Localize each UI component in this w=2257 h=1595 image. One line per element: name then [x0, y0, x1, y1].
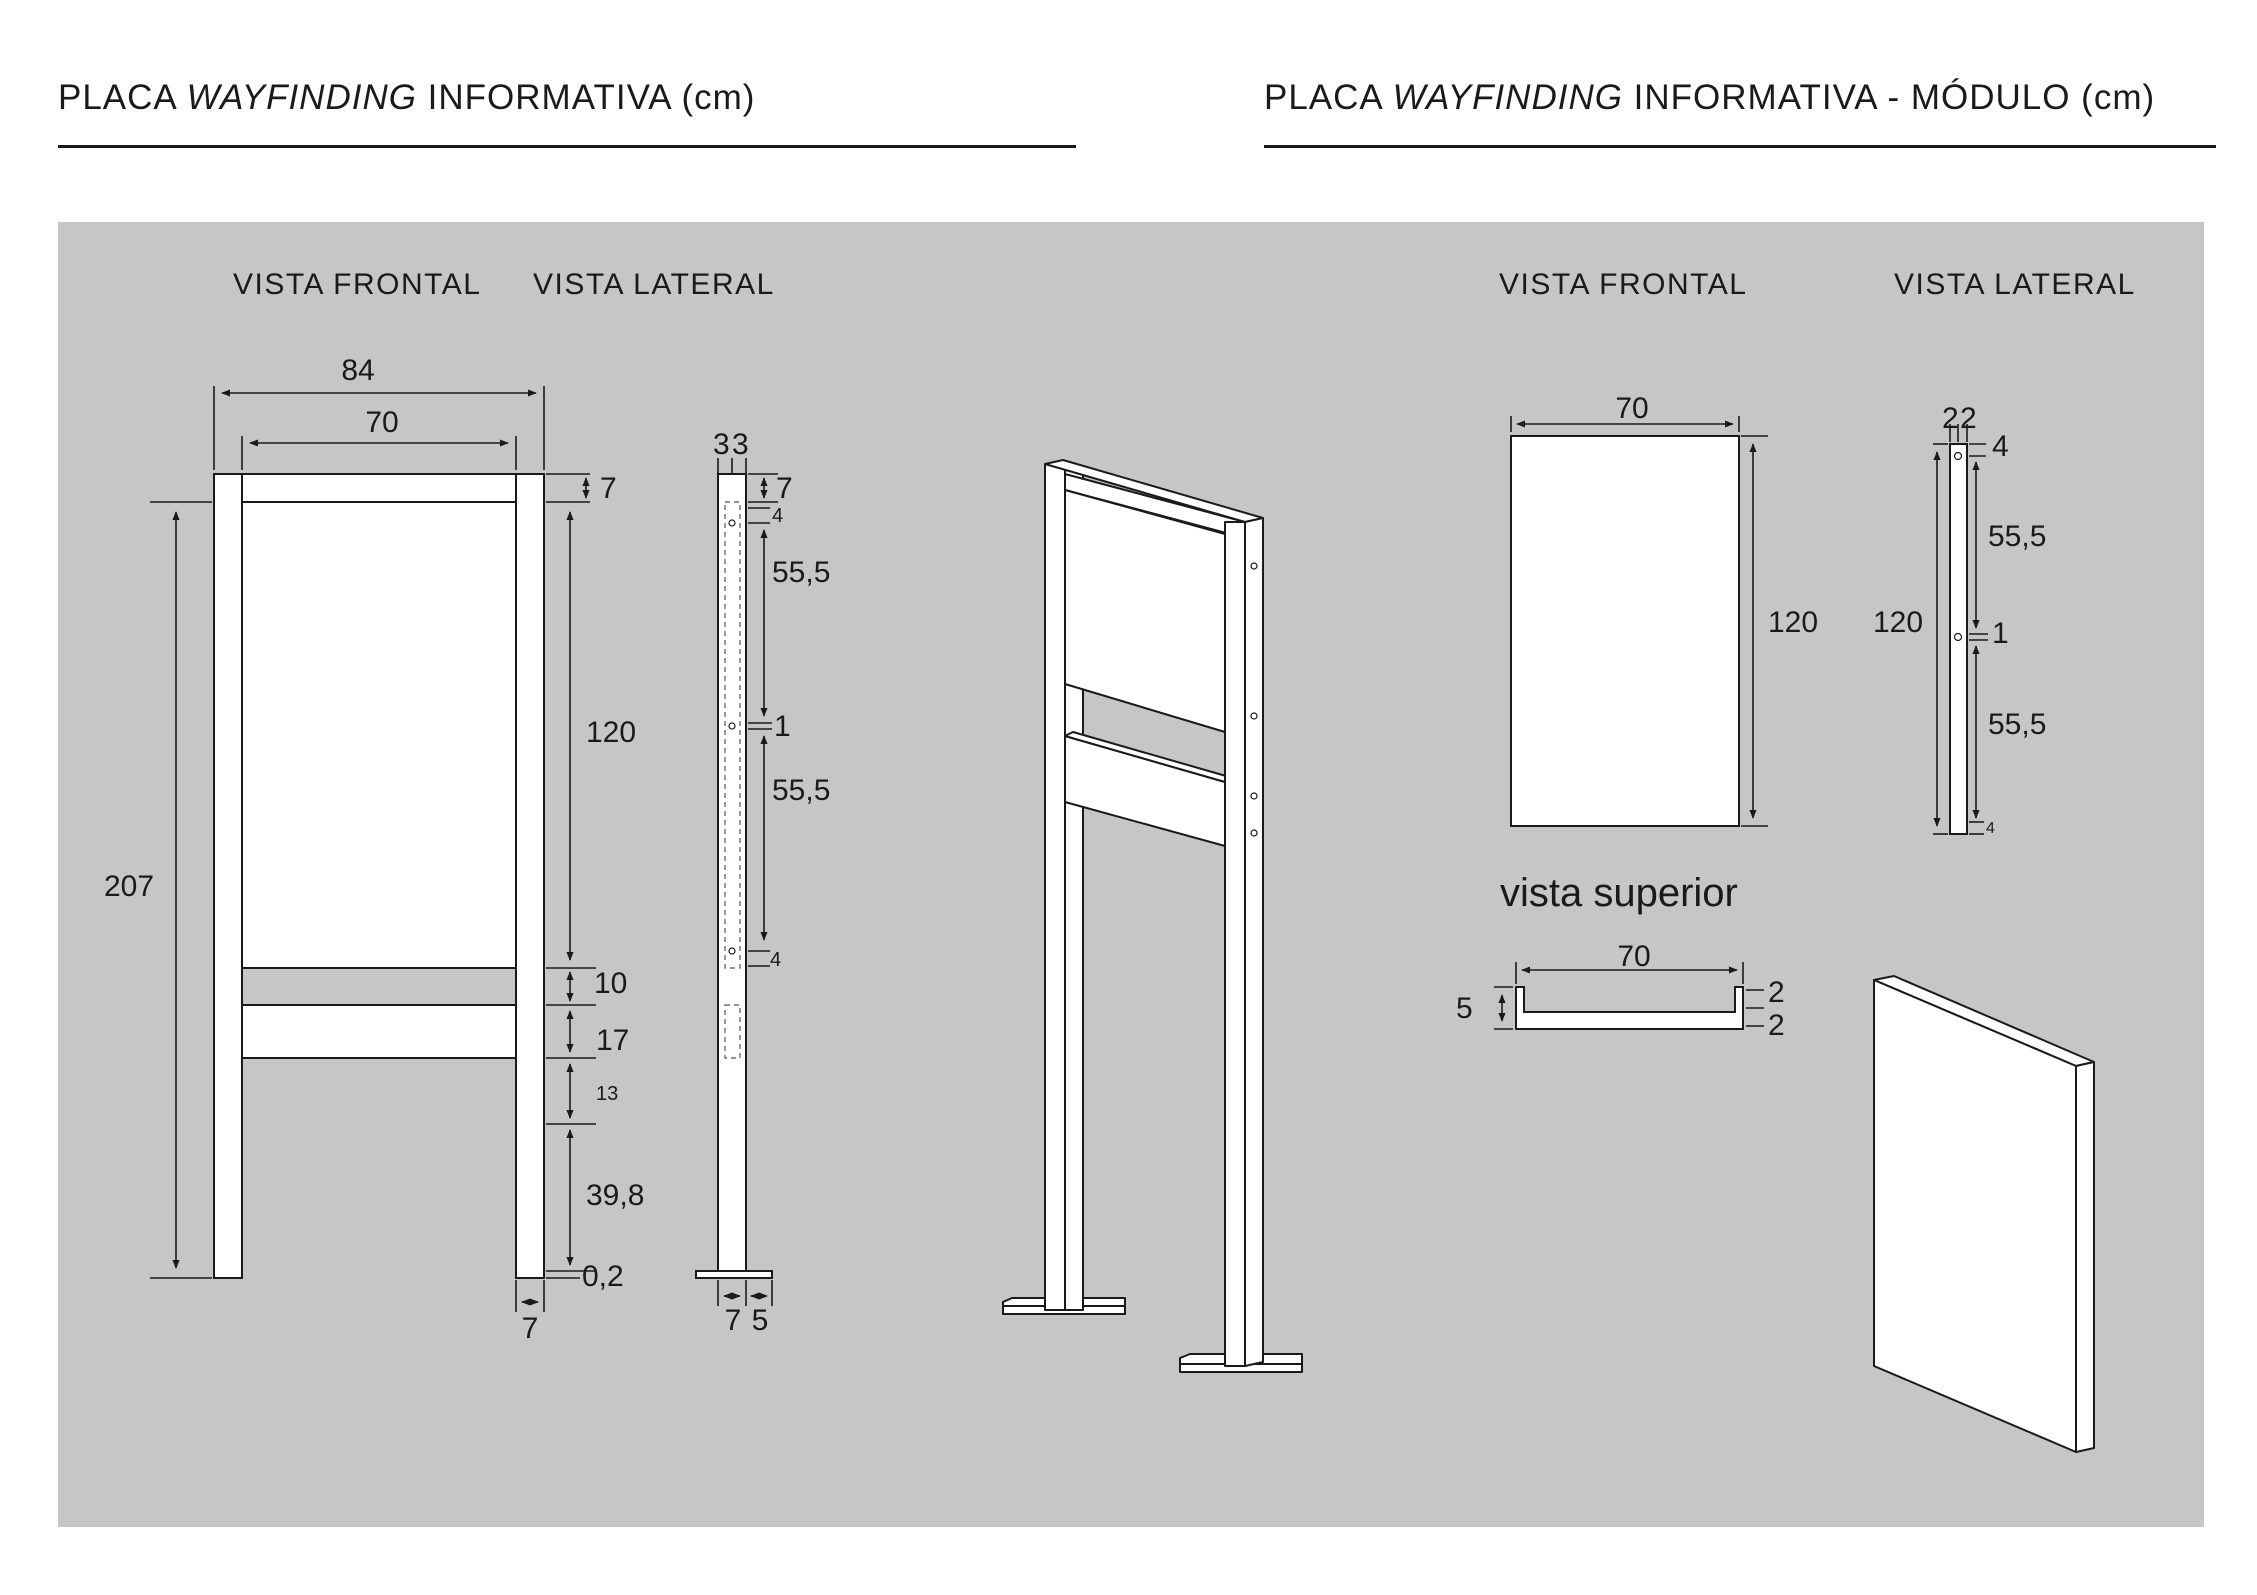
dim-foot: 0,2: [582, 1260, 624, 1293]
dim-side-top-b: 3: [732, 428, 749, 461]
dim-module-side-height: 120: [1873, 606, 1923, 639]
dim-module-height: 120: [1768, 606, 1818, 639]
label-front-right: VISTA FRONTAL: [1499, 268, 1747, 301]
label-front-left: VISTA FRONTAL: [233, 268, 481, 301]
dim-module-side-top-a: 2: [1942, 402, 1959, 435]
dim-top-lip-a: 2: [1768, 976, 1785, 1009]
left-front-view: [213, 473, 545, 1279]
left-front-dimensions: [150, 386, 596, 1312]
module-front-view: [1510, 435, 1740, 827]
dim-module-side-top: 4: [1992, 430, 2009, 463]
top-view-dimensions: [1494, 962, 1764, 1030]
dim-side-top-a: 3: [713, 428, 730, 461]
left-title-italic: WAYFINDING: [186, 78, 417, 117]
right-title-italic: WAYFINDING: [1392, 78, 1623, 117]
left-side-hidden-lines: [724, 501, 741, 1059]
right-title-rule: [1264, 145, 2216, 148]
dim-module-width: 70: [1615, 392, 1648, 425]
left-side-holes: [728, 519, 736, 955]
dim-side-base-a: 7: [725, 1304, 742, 1337]
module-side-dimensions: [1933, 424, 1988, 835]
right-title: PLACA WAYFINDING INFORMATIVA - MÓDULO (c…: [1264, 78, 2155, 118]
dim-side-span1: 55,5: [772, 556, 830, 589]
label-side-right: VISTA LATERAL: [1894, 268, 2136, 301]
dim-side-hole-top: 4: [772, 505, 783, 527]
dim-top-width: 70: [1617, 940, 1650, 973]
dim-panel-width: 70: [365, 406, 398, 439]
left-title-pre: PLACA: [58, 78, 187, 117]
dim-side-hole-bottom: 4: [770, 949, 781, 971]
left-title: PLACA WAYFINDING INFORMATIVA (cm): [58, 78, 755, 118]
dim-top-lip-b: 2: [1768, 1009, 1785, 1042]
module-side-holes: [1953, 451, 1963, 642]
dim-panel-height: 120: [586, 716, 636, 749]
isometric-module: [1873, 975, 2095, 1453]
dim-side-base-b: 5: [752, 1304, 769, 1337]
dim-module-side-mid: 1: [1992, 617, 2009, 650]
dim-overall-width: 84: [341, 354, 374, 387]
dim-side-mid: 1: [774, 710, 791, 743]
dim-post: 7: [522, 1312, 539, 1345]
dim-module-side-span1: 55,5: [1988, 520, 2046, 553]
label-side-left: VISTA LATERAL: [533, 268, 775, 301]
dim-top-depth: 5: [1456, 992, 1473, 1025]
right-title-post: INFORMATIVA - MÓDULO (cm): [1622, 78, 2156, 117]
left-title-rule: [58, 145, 1076, 148]
left-side-dimensions: [717, 458, 778, 1306]
right-title-pre: PLACA: [1264, 78, 1393, 117]
isometric-bolts: [1250, 562, 1258, 837]
dim-side-span2: 55,5: [772, 774, 830, 807]
dim-module-side-span2: 55,5: [1988, 708, 2046, 741]
dim-module-side-bottom: 4: [1986, 820, 1995, 837]
dim-gap2: 13: [596, 1083, 618, 1105]
module-top-view: [1515, 986, 1744, 1030]
module-front-dimensions: [1510, 416, 1768, 827]
dim-leg: 39,8: [586, 1179, 644, 1212]
dim-total-height: 207: [104, 870, 154, 903]
isometric-stand: [1002, 459, 1303, 1373]
dim-side-top: 7: [776, 472, 793, 505]
dim-top-bar: 7: [600, 472, 617, 505]
label-top-view: vista superior: [1500, 871, 1738, 915]
dim-module-side-top-b: 2: [1960, 402, 1977, 435]
left-title-post: INFORMATIVA (cm): [416, 78, 756, 117]
dim-bar: 17: [596, 1024, 629, 1057]
dim-gap: 10: [594, 967, 627, 1000]
left-side-view: [695, 473, 773, 1279]
